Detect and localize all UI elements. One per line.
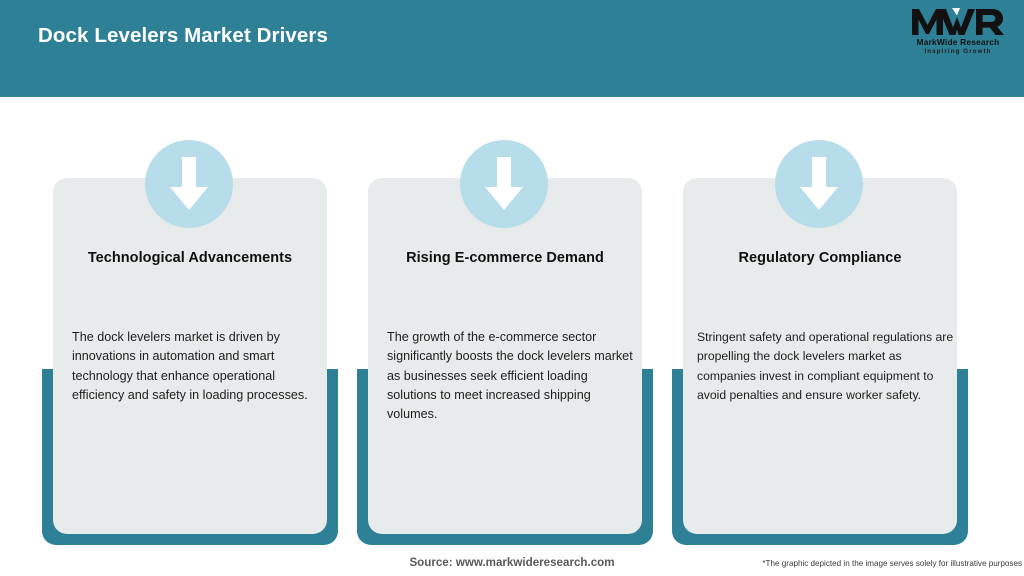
driver-card[interactable]: Technological Advancements The dock leve… [42,140,338,546]
card-panel [368,178,642,534]
driver-cards-row: Technological Advancements The dock leve… [0,140,1024,550]
down-arrow-icon [485,157,523,210]
page-title: Dock Levelers Market Drivers [38,24,328,47]
brand-logo: MarkWide Research Inspiring Growth [906,8,1010,62]
card-title: Regulatory Compliance [738,250,902,266]
driver-card[interactable]: Regulatory Compliance Stringent safety a… [672,140,968,546]
card-icon-badge [460,140,548,228]
card-title: Technological Advancements [87,250,293,266]
card-panel [683,178,957,534]
down-arrow-icon [170,157,208,210]
card-description: The dock levelers market is driven by in… [72,330,308,402]
disclaimer-label: *The graphic depicted in the image serve… [762,559,1022,568]
card-description: Stringent safety and operational regulat… [697,330,954,402]
source-label: Source: www.markwideresearch.com [409,556,615,569]
down-arrow-icon [800,157,838,210]
card-title: Rising E-commerce Demand [406,250,604,266]
driver-card[interactable]: Rising E-commerce Demand The growth of t… [357,140,653,546]
card-panel [53,178,327,534]
card-icon-badge [145,140,233,228]
logo-name: MarkWide Research [916,37,1000,47]
card-description: The growth of the e-commerce sector sign… [387,330,633,422]
header-bar: Dock Levelers Market Drivers MarkWide Re… [0,0,1024,97]
card-icon-badge [775,140,863,228]
mwr-monogram-icon [912,8,1004,35]
logo-tagline: Inspiring Growth [924,48,992,55]
